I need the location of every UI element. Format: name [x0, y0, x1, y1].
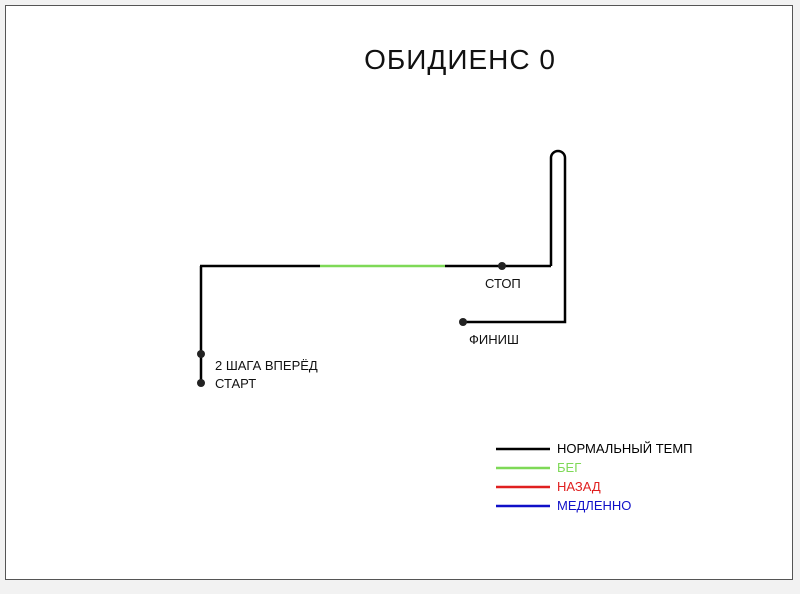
- start-label: СТАРТ: [215, 376, 257, 391]
- start-point: [197, 379, 205, 387]
- legend-label-back: НАЗАД: [557, 479, 601, 494]
- stop-point: [498, 262, 506, 270]
- stop-label: СТОП: [485, 276, 521, 291]
- finish-label: ФИНИШ: [469, 332, 519, 347]
- legend-label-slow: МЕДЛЕННО: [557, 498, 632, 513]
- legend-label-run: БЕГ: [557, 460, 582, 475]
- route-segment-turn-and-finish: [463, 149, 567, 324]
- legend-label-normal: НОРМАЛЬНЫЙ ТЕМП: [557, 441, 693, 456]
- diagram-title: ОБИДИЕНС 0: [364, 44, 556, 75]
- finish-point: [459, 318, 467, 326]
- diagram-sheet: [5, 5, 793, 580]
- two-steps-label: 2 ШАГА ВПЕРЁД: [215, 358, 318, 373]
- two-steps-point: [197, 350, 205, 358]
